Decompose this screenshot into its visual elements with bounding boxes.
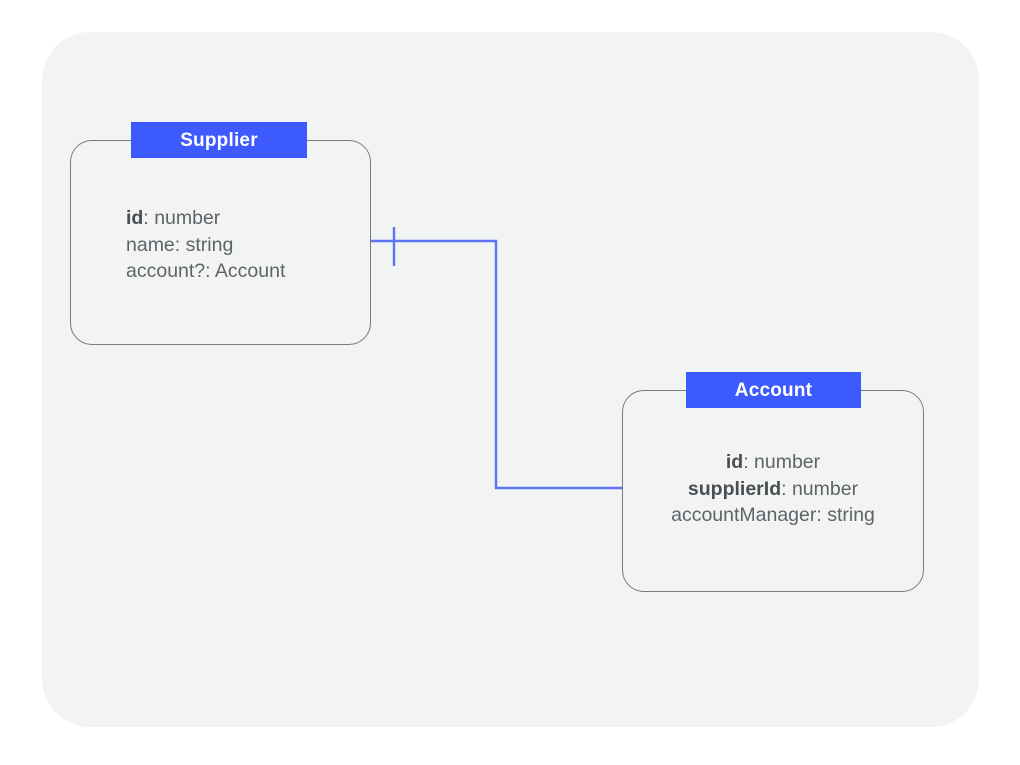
field-type: number	[754, 451, 821, 473]
field-type: number	[791, 477, 859, 500]
entity-supplier-field-row: account?: Account	[126, 258, 366, 285]
field-separator: :	[781, 477, 792, 500]
field-type: string	[185, 233, 234, 256]
entity-account-field-row: id: number	[634, 449, 912, 476]
field-key-name: id	[126, 207, 144, 229]
entity-account-title-label: Account	[734, 379, 813, 401]
entity-supplier-title-label: Supplier	[180, 129, 258, 151]
field-separator: :	[143, 207, 155, 229]
field-key-name: supplierId	[687, 477, 782, 500]
field-key-name: id	[725, 451, 744, 473]
field-separator: :	[205, 260, 215, 282]
field-type: Account	[214, 260, 286, 282]
entity-supplier-field-row: id: number	[126, 205, 366, 232]
entity-supplier-title[interactable]: Supplier	[131, 122, 307, 158]
entity-account-field-row: accountManager: string	[634, 502, 912, 529]
field-separator: :	[816, 504, 828, 526]
field-type: string	[827, 504, 875, 526]
entity-supplier-field-list: id: number name: string account?: Accoun…	[126, 205, 366, 285]
field-separator: :	[743, 451, 755, 473]
entity-account-field-row: supplierId: number	[634, 476, 912, 503]
field-separator: :	[174, 233, 186, 256]
entity-account-field-list: id: number supplierId: number accountMan…	[634, 449, 912, 529]
entity-supplier-field-row: name: string	[126, 232, 366, 259]
field-name: account?	[126, 260, 206, 282]
field-type: number	[154, 207, 221, 229]
entity-account-title[interactable]: Account	[686, 372, 861, 408]
field-name: accountManager	[671, 504, 817, 526]
field-name: name	[126, 233, 175, 256]
